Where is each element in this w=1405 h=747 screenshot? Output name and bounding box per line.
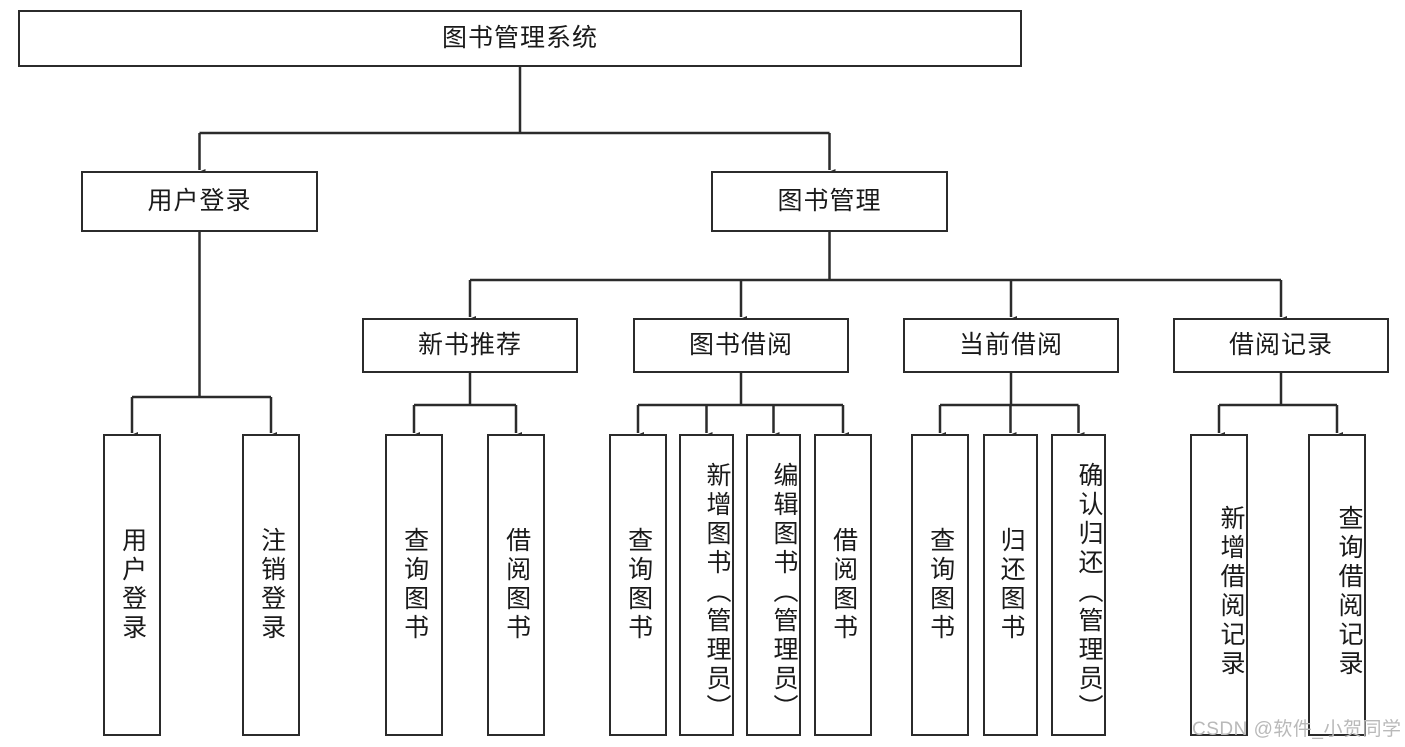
node-label: 新书推荐 <box>417 330 522 359</box>
node-label: 查询借阅记录 <box>1335 505 1363 679</box>
node-leaf-cur-1[interactable]: 查询图书 <box>911 434 969 736</box>
node-leaf-bor-4[interactable]: 借阅图书 <box>814 434 872 736</box>
node-leaf-new-2[interactable]: 借阅图书 <box>487 434 545 736</box>
node-label: 确认归还（管理员） <box>1075 461 1103 723</box>
node-login[interactable]: 用户登录 <box>81 171 318 232</box>
node-label: 新增借阅记录 <box>1217 505 1245 679</box>
node-leaf-login-1[interactable]: 用户登录 <box>103 434 161 736</box>
node-root[interactable]: 图书管理系统 <box>18 10 1022 67</box>
node-records[interactable]: 借阅记录 <box>1173 318 1389 373</box>
node-label: 借阅图书 <box>829 527 858 643</box>
node-borrow[interactable]: 图书借阅 <box>633 318 849 373</box>
node-leaf-bor-2[interactable]: 新增图书（管理员） <box>679 434 734 736</box>
node-label: 图书借阅 <box>688 330 793 359</box>
node-label: 图书管理系统 <box>441 23 598 52</box>
node-label: 查询图书 <box>400 527 429 643</box>
node-label: 图书管理 <box>777 186 882 215</box>
node-label: 查询图书 <box>624 527 653 643</box>
node-label: 借阅记录 <box>1228 330 1333 359</box>
node-label: 用户登录 <box>147 186 252 215</box>
node-current[interactable]: 当前借阅 <box>903 318 1119 373</box>
node-label: 编辑图书（管理员） <box>770 461 798 723</box>
node-label: 当前借阅 <box>958 330 1063 359</box>
node-leaf-rec-2[interactable]: 查询借阅记录 <box>1308 434 1366 736</box>
node-newbook[interactable]: 新书推荐 <box>362 318 578 373</box>
watermark-label: CSDN @软件_小贺同学 <box>1192 719 1402 740</box>
node-label: 归还图书 <box>997 527 1026 643</box>
node-label: 用户登录 <box>118 527 147 643</box>
node-leaf-new-1[interactable]: 查询图书 <box>385 434 443 736</box>
node-leaf-cur-3[interactable]: 确认归还（管理员） <box>1051 434 1106 736</box>
node-label: 新增图书（管理员） <box>703 461 731 723</box>
node-bookmgmt[interactable]: 图书管理 <box>711 171 948 232</box>
node-leaf-login-2[interactable]: 注销登录 <box>242 434 300 736</box>
node-leaf-bor-1[interactable]: 查询图书 <box>609 434 667 736</box>
node-leaf-bor-3[interactable]: 编辑图书（管理员） <box>746 434 801 736</box>
node-leaf-cur-2[interactable]: 归还图书 <box>983 434 1038 736</box>
node-label: 注销登录 <box>257 527 286 643</box>
node-leaf-rec-1[interactable]: 新增借阅记录 <box>1190 434 1248 736</box>
node-label: 查询图书 <box>926 527 955 643</box>
node-label: 借阅图书 <box>502 527 531 643</box>
